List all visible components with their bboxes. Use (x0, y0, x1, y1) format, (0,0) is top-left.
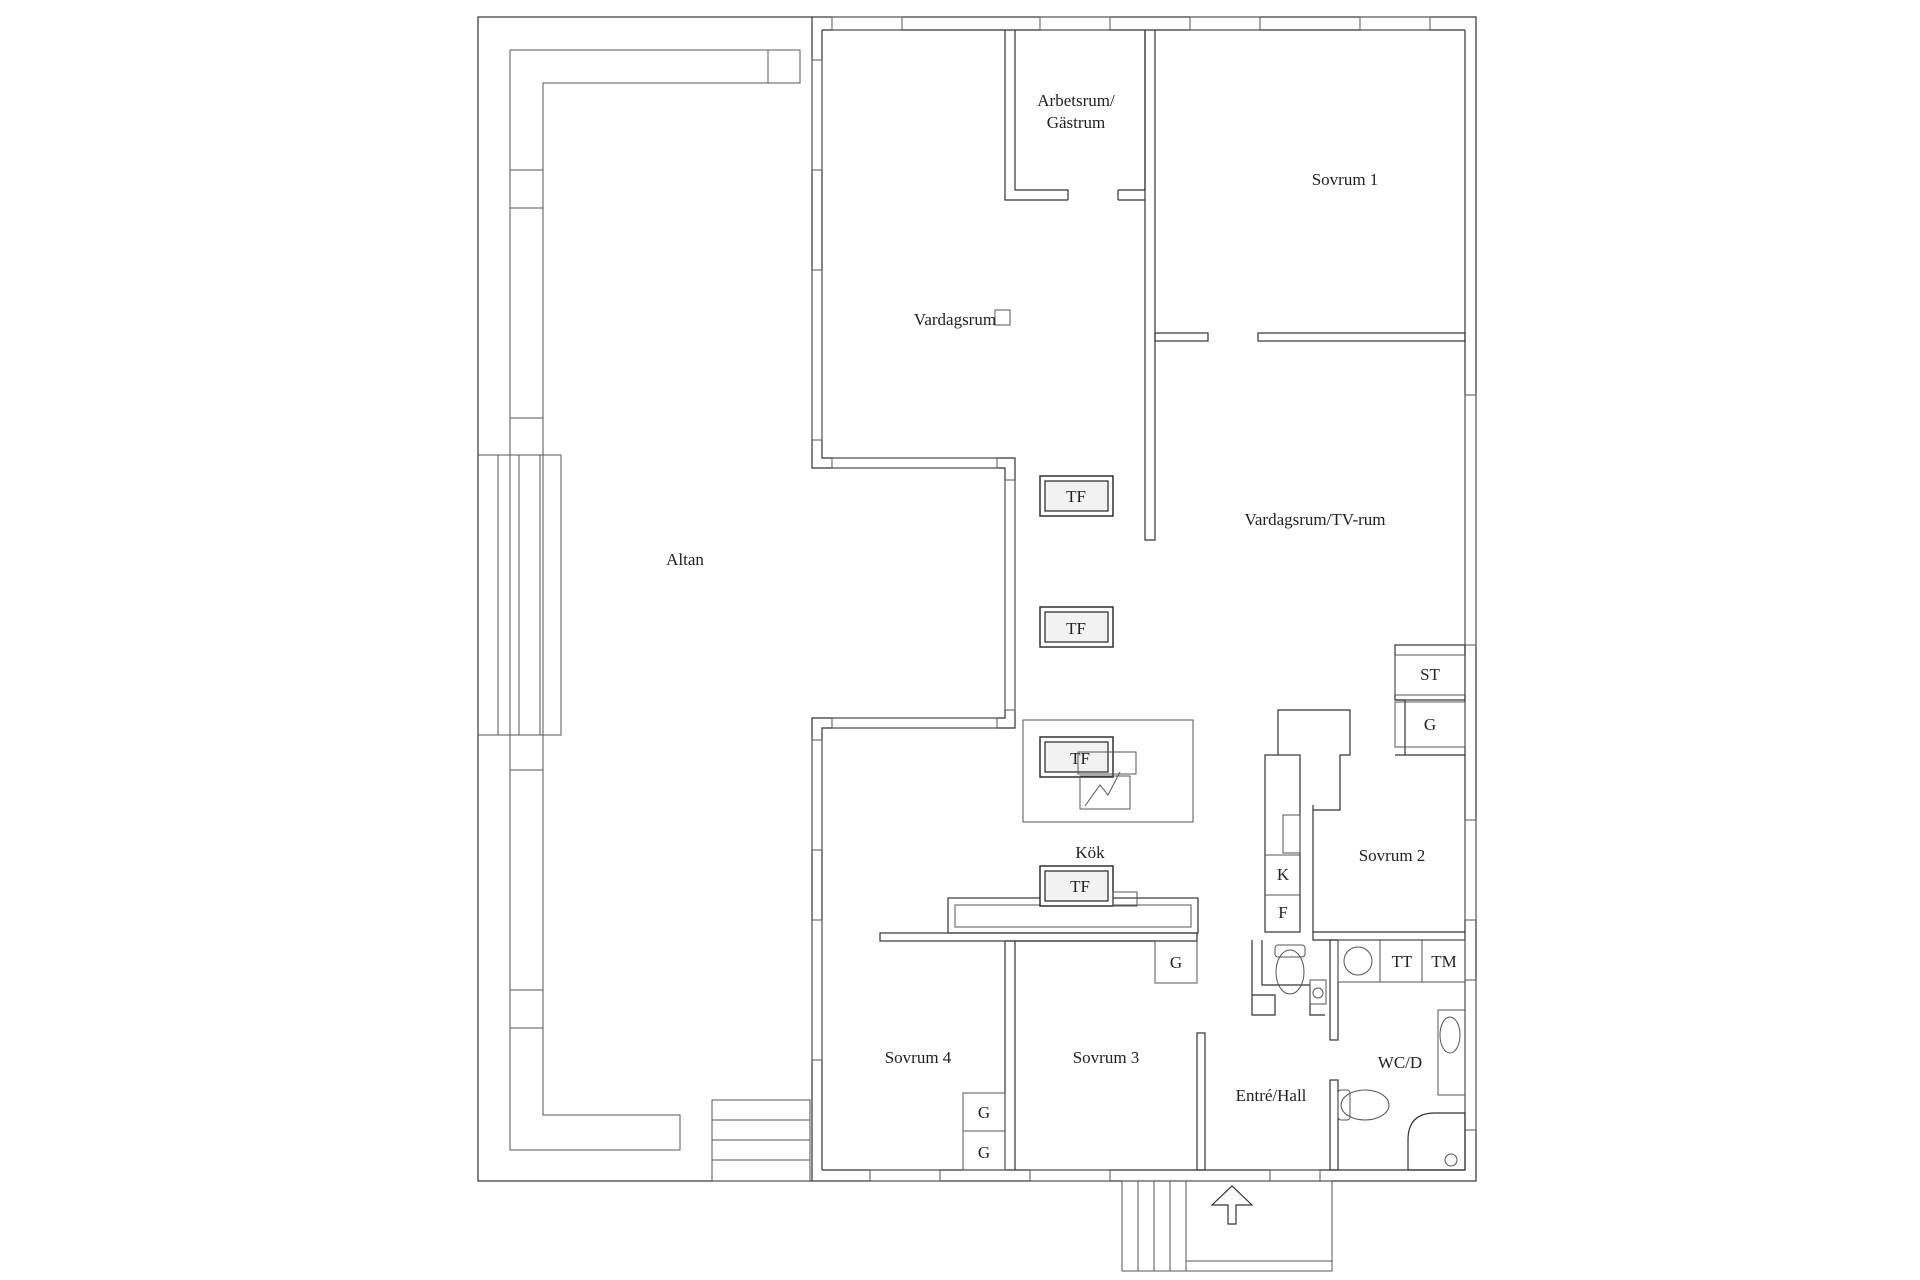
room-label-arbetsrum-line1: Arbetsrum/ (1037, 91, 1115, 110)
shower-icon (1407, 1112, 1466, 1171)
room-label-sovrum4: Sovrum 4 (885, 1048, 952, 1067)
g-box-kitchen: G (1154, 940, 1198, 984)
windows (811, 16, 1477, 1182)
room-label-kok: Kök (1075, 843, 1105, 862)
left-stairs (477, 454, 562, 736)
g-box-sovrum4-2: G (962, 1130, 1006, 1171)
tf-label-1: TF (1066, 487, 1086, 506)
tf-box-2: TF (1039, 606, 1114, 648)
tf-label-3: TF (1070, 749, 1090, 768)
tm-label: TM (1431, 952, 1457, 971)
interior-walls (811, 17, 1466, 1181)
toilet-icon (1274, 944, 1306, 995)
g-label-sovrum4-2: G (978, 1143, 990, 1162)
tf-box-4: TF (1039, 865, 1138, 907)
outer-walls (477, 16, 1477, 1182)
wc-toilet-icon (1337, 1089, 1390, 1121)
room-label-vardagsrum-tv: Vardagsrum/TV-rum (1244, 510, 1385, 529)
g-label-sovrum2: G (1424, 715, 1436, 734)
st-box: ST (1394, 654, 1466, 696)
room-label-vardagsrum: Vardagsrum (914, 310, 996, 329)
k-label: K (1277, 865, 1290, 884)
room-label-wc-d: WC/D (1378, 1053, 1422, 1072)
g-label-sovrum4-1: G (978, 1103, 990, 1122)
f-label: F (1278, 903, 1287, 922)
room-label-sovrum3: Sovrum 3 (1073, 1048, 1140, 1067)
round-fixture-icon (1343, 946, 1373, 976)
room-label-altan: Altan (666, 550, 704, 569)
g-box-sovrum4-1: G (962, 1092, 1006, 1132)
chimney-icon (994, 309, 1011, 326)
tf-box-1: TF (1039, 475, 1114, 517)
entry-arrow-icon (1210, 1185, 1254, 1225)
st-label: ST (1420, 665, 1440, 684)
sink-icon (1309, 979, 1327, 1005)
altan-deck (509, 49, 801, 1151)
room-label-sovrum2: Sovrum 2 (1359, 846, 1426, 865)
altan-bottom-stairs (711, 1099, 811, 1182)
g-box-sovrum2: G (1394, 701, 1466, 748)
tt-label: TT (1392, 952, 1413, 971)
tf-box-3: TF (1039, 736, 1137, 810)
wc-sink-icon (1437, 1009, 1466, 1096)
room-label-sovrum1: Sovrum 1 (1312, 170, 1379, 189)
g-label-kitchen: G (1170, 953, 1182, 972)
room-label-arbetsrum-line2: Gästrum (1047, 113, 1106, 132)
room-label-entre-hall: Entré/Hall (1236, 1086, 1307, 1105)
tf-label-4: TF (1070, 877, 1090, 896)
tf-label-2: TF (1066, 619, 1086, 638)
entry-steps (1121, 1180, 1333, 1272)
